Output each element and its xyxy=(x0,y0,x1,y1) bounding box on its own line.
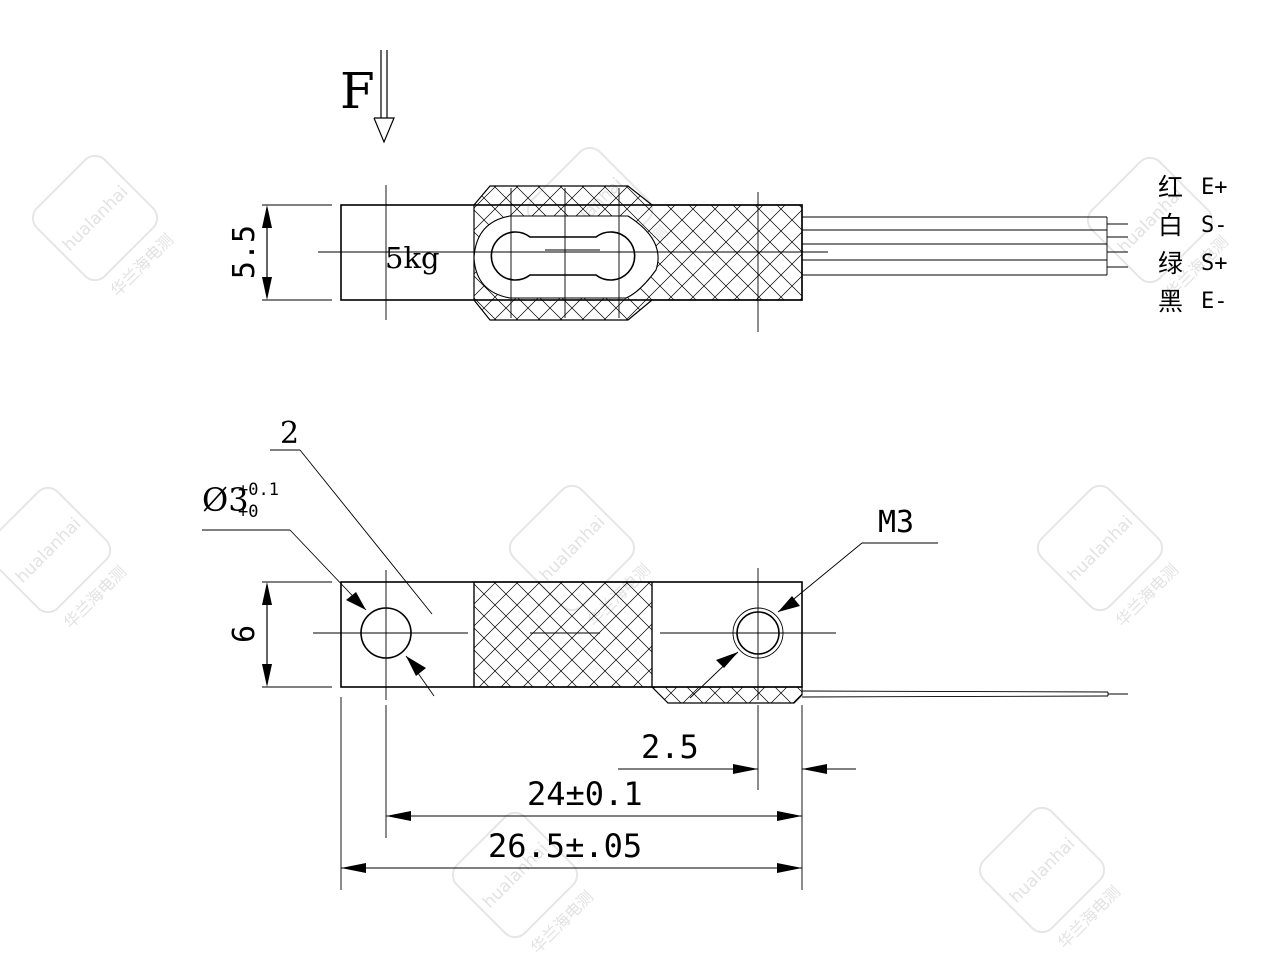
wire-color: 黑 xyxy=(1158,287,1183,316)
top-hole-clearance xyxy=(473,215,659,299)
offset-dim: 2.5 xyxy=(641,728,699,766)
wire-signal: S+ xyxy=(1201,251,1228,276)
wire-color: 红 xyxy=(1158,173,1183,202)
watermark-brand: hualanhai xyxy=(12,514,85,587)
watermark-brand-cn: 华兰海电测 xyxy=(1054,882,1124,952)
hole-tol-upper: +0.1 xyxy=(238,480,279,500)
force-label: F xyxy=(340,62,375,120)
wire-color: 绿 xyxy=(1158,249,1183,278)
top-body-outline xyxy=(340,204,803,301)
watermark-brand: hualanhai xyxy=(59,182,132,255)
watermark-brand: hualanhai xyxy=(536,512,609,585)
watermark-brand-cn: 华兰海电测 xyxy=(107,230,177,300)
wire-legend: 红 E+ 白 S- 绿 S+ 黑 E- xyxy=(1158,173,1228,316)
wire-color: 白 xyxy=(1158,211,1183,240)
bottom-ledge-hatch xyxy=(650,686,803,704)
wire-signal: E- xyxy=(1201,289,1228,314)
watermark-brand-cn: 华兰海电测 xyxy=(1112,560,1182,630)
capacity-label: 5kg xyxy=(385,241,440,275)
watermark-brand-cn: 华兰海电测 xyxy=(60,562,130,632)
watermark-brand: hualanhai xyxy=(1006,834,1079,907)
hole-tol-lower: +0 xyxy=(238,502,258,522)
total-length-dim: 26.5±.05 xyxy=(488,827,642,865)
wire-signal: E+ xyxy=(1201,175,1228,200)
wire-signal: S- xyxy=(1201,213,1228,238)
bottom-view: 6 2 Ø3 +0.1 +0 M3 xyxy=(202,416,1128,704)
top-height-dim: 5.5 xyxy=(227,225,262,279)
bottom-body-outline xyxy=(340,581,803,688)
bottom-hatch-region xyxy=(473,581,653,688)
binocular-hole xyxy=(490,231,636,281)
watermark-brand: hualanhai xyxy=(1064,512,1137,585)
lead-wires xyxy=(802,216,1128,276)
top-view: 5kg 5.5 红 E+ 白 S- 绿 S+ 黑 xyxy=(227,173,1228,332)
bottom-height-dim: 6 xyxy=(227,625,262,643)
thread-label: M3 xyxy=(878,505,914,540)
part-number: 2 xyxy=(280,416,299,451)
hole-spacing-dim: 24±0.1 xyxy=(527,775,643,813)
hole-diameter: Ø3 xyxy=(202,481,249,519)
force-arrow: F xyxy=(340,50,395,144)
length-dimensions: 2.5 24±0.1 26.5±.05 xyxy=(340,697,856,890)
